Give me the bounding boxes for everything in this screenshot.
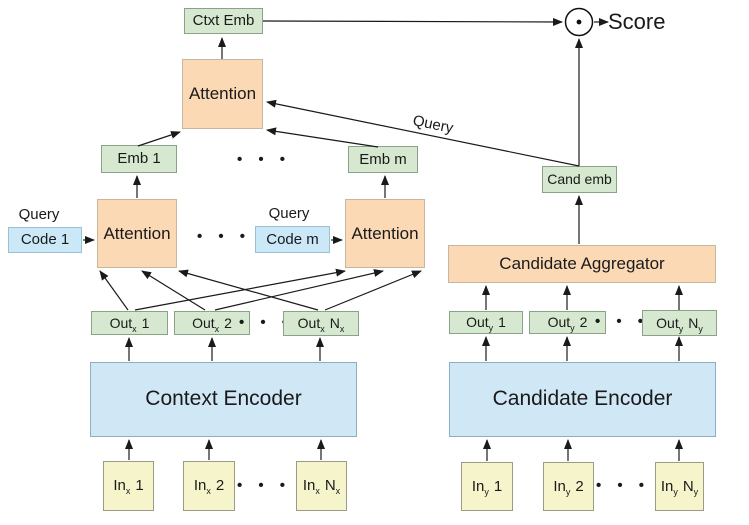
query-right-label: Query [268, 205, 310, 223]
candidate-aggregator-box: Candidate Aggregator [448, 245, 716, 283]
candidate-encoder-box: Candidate Encoder [449, 362, 716, 437]
context-encoder-box: Context Encoder [90, 362, 357, 437]
attention-top-label: Attention [188, 84, 257, 104]
emb-ellipsis: • • • [236, 151, 292, 169]
emb-m-box: Emb m [348, 146, 418, 173]
attention-left-box: Attention [97, 199, 177, 268]
out-y-ellipsis: • • • [594, 313, 650, 331]
code-1-box: Code 1 [8, 227, 82, 253]
ctxt-emb-label: Ctxt Emb [192, 12, 255, 30]
query-edge-label: Query [411, 112, 455, 137]
score-label: Score [608, 9, 666, 35]
ctxt-emb-box: Ctxt Emb [184, 8, 263, 34]
emb-1-box: Emb 1 [101, 145, 177, 173]
dot-product-dot-icon [576, 19, 582, 25]
code-m-box: Code m [255, 226, 330, 253]
attention-right-box: Attention [345, 199, 425, 268]
attention-top-box: Attention [182, 59, 263, 129]
in-x-ellipsis: • • • [236, 477, 292, 495]
in-y-ellipsis: • • • [595, 477, 651, 495]
cand-emb-box: Cand emb [542, 166, 617, 193]
attention-ellipsis: • • • [196, 228, 252, 246]
out-x-ellipsis: • • • [238, 314, 294, 332]
query-left-label: Query [18, 206, 60, 224]
dot-product-node [564, 7, 594, 37]
